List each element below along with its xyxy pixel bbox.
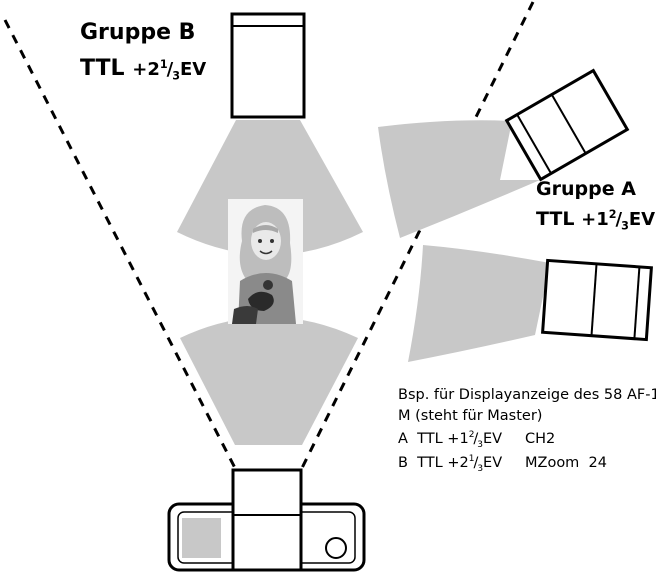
- light-beam-camera-flash: [180, 317, 358, 445]
- field-of-view-left-line: [3, 19, 238, 471]
- camera: [167, 468, 366, 572]
- flash-unit-group-a-upper: [504, 68, 630, 182]
- light-beam-group-b: [177, 120, 363, 255]
- display-row-b: B TTL +21/3EV: [398, 454, 503, 474]
- group-b-ttl-value: TTL +21/3EV: [80, 56, 207, 83]
- group-a-ttl-value: TTL +12/3EV: [536, 208, 656, 233]
- light-beam-group-a-upper: [378, 120, 540, 238]
- display-row-a: A TTL +12/3EV: [398, 430, 503, 450]
- display-row-a-extra: CH2: [525, 431, 556, 447]
- display-caption: Bsp. für Displayanzeige des 58 AF-1:: [398, 387, 656, 403]
- display-example: Bsp. für Displayanzeige des 58 AF-1: M (…: [398, 387, 656, 498]
- flash-unit-group-a-lower: [541, 258, 653, 342]
- group-b-label: Gruppe B: [80, 22, 195, 44]
- display-row-b-extra: MZoom 24: [525, 455, 607, 471]
- flash-unit-group-b: [230, 12, 306, 119]
- field-of-view-right-line: [299, 1, 535, 471]
- group-a-title: Gruppe A: [536, 178, 636, 200]
- display-master-line: M (steht für Master): [398, 408, 543, 424]
- group-a-label: Gruppe A: [536, 180, 636, 199]
- light-beam-group-a-lower: [408, 245, 550, 362]
- subject-photo: [228, 199, 303, 324]
- group-b-title: Gruppe B: [80, 20, 196, 45]
